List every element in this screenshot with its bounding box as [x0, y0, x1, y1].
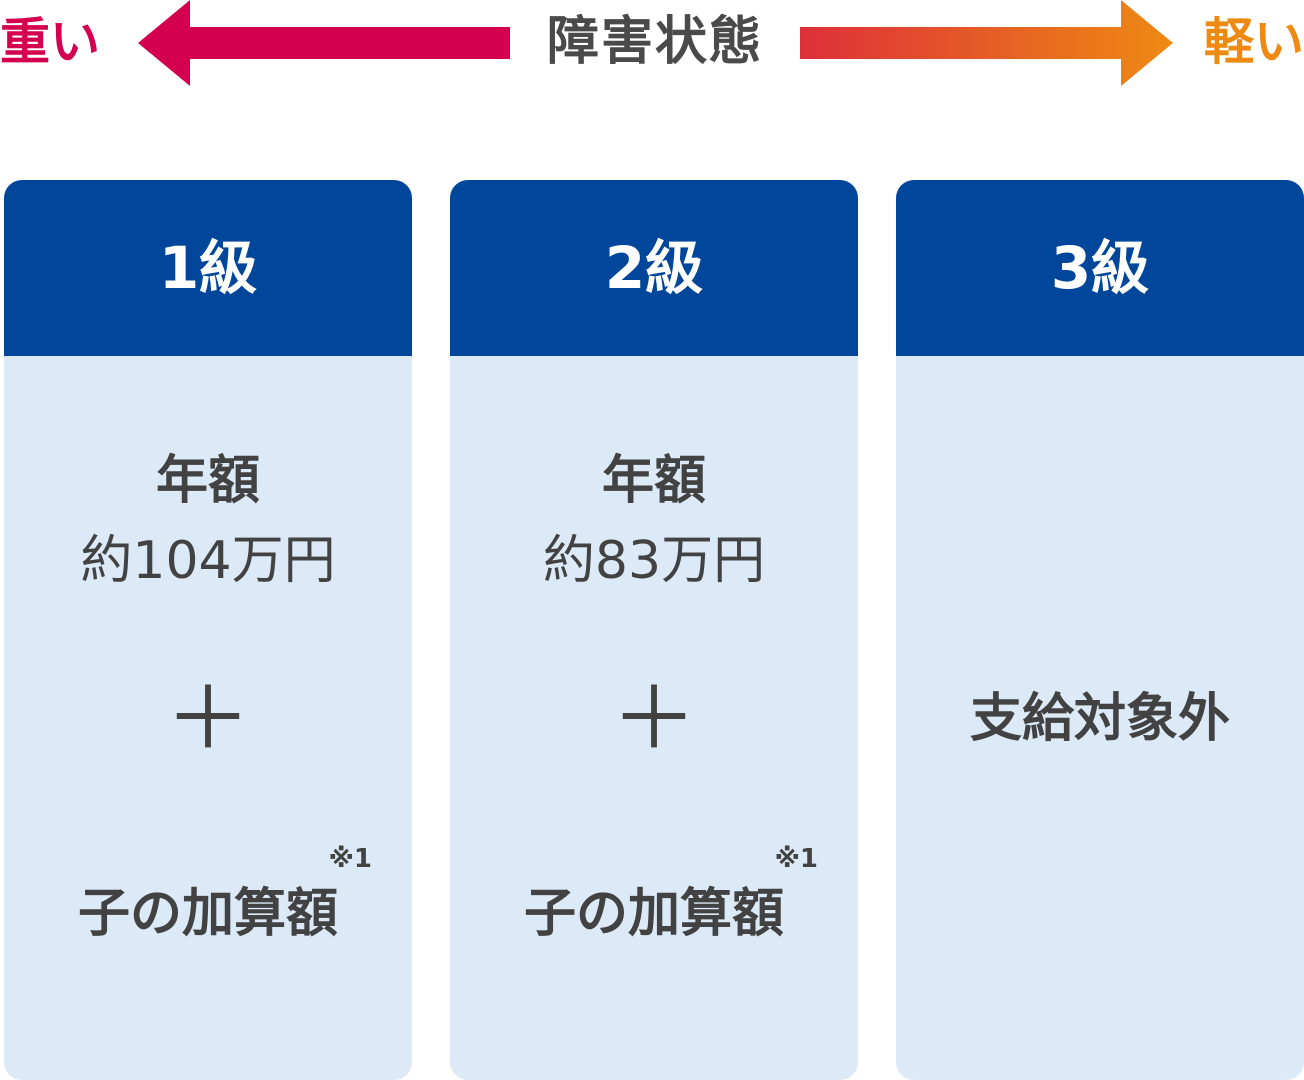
- grade-2-header: 2級: [450, 180, 858, 356]
- arrow-right-light-icon: [800, 0, 1173, 86]
- grade-2-panel: 2級 年額 約83万円 ＋ ※1 子の加算額: [450, 180, 858, 1080]
- grade-1-amount-value: 約104万円: [80, 531, 336, 591]
- grade-3-header: 3級: [896, 180, 1304, 356]
- grade-1-panel: 1級 年額 約104万円 ＋ ※1 子の加算額: [4, 180, 412, 1080]
- severity-arrows: [138, 0, 1173, 86]
- grade-1-header: 1級: [4, 180, 412, 356]
- grade-3-panel: 3級 支給対象外: [896, 180, 1304, 1080]
- grade-2-amount-label: 年額: [601, 451, 706, 511]
- severity-scale: 重い 障害状態 軽い: [0, 0, 1304, 90]
- light-label: 軽い: [1204, 13, 1304, 71]
- heavy-label: 重い: [0, 13, 100, 71]
- grade-2-plus-sign: ＋: [611, 669, 697, 769]
- grade-2-footnote-mark: ※1: [774, 844, 818, 874]
- grade-3-status: 支給対象外: [969, 689, 1230, 749]
- grade-columns: 1級 年額 約104万円 ＋ ※1 子の加算額 2級 年額 約83万円 ＋ ※1…: [0, 180, 1304, 1080]
- grade-1-amount-label: 年額: [155, 451, 260, 511]
- grade-2-child-addition: 子の加算額: [523, 884, 784, 944]
- grade-1-child-addition: 子の加算額: [77, 884, 338, 944]
- scale-title: 障害状態: [546, 12, 763, 72]
- grade-1-footnote-mark: ※1: [328, 844, 372, 874]
- grade-2-amount-value: 約83万円: [542, 531, 766, 591]
- grade-1-plus-sign: ＋: [165, 669, 251, 769]
- arrow-left-heavy-icon: [138, 0, 510, 86]
